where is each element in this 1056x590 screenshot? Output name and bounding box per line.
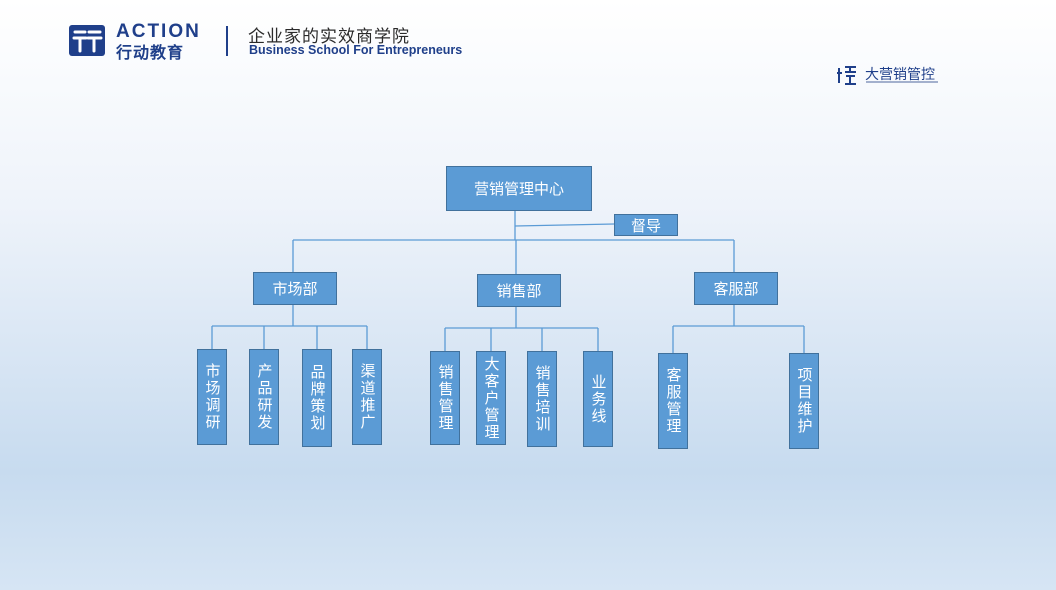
leaf-node: 品牌策划 (302, 349, 332, 447)
department-node: 销售部 (477, 274, 561, 307)
leaf-node: 销售培训 (527, 351, 557, 447)
leaf-node: 市场调研 (197, 349, 227, 445)
leaf-node: 销售管理 (430, 351, 460, 445)
department-node: 市场部 (253, 272, 337, 305)
action-logo-icon (69, 25, 105, 56)
leaf-node: 渠道推广 (352, 349, 382, 445)
marketing-control-logo-text: 大营销管控 (865, 67, 935, 83)
leaf-node: 产品研发 (249, 349, 279, 445)
marketing-control-logo-tagline (866, 81, 938, 83)
slogan-en: Business School For Entrepreneurs (249, 43, 463, 57)
supervisor-connector (514, 223, 615, 227)
brand-name-cn: 行动教育 (116, 43, 185, 62)
supervisor-node: 督导 (614, 214, 678, 236)
slogan-cn: 企业家的实效商学院 (248, 27, 410, 47)
brand-divider (226, 26, 228, 56)
leaf-node: 业务线 (583, 351, 613, 447)
marketing-control-logo-icon (836, 64, 858, 86)
leaf-node: 大客户管理 (476, 351, 506, 445)
leaf-node: 客服管理 (658, 353, 688, 449)
leaf-node: 项目维护 (789, 353, 819, 449)
brand-name-en: ACTION (116, 21, 201, 42)
department-node: 客服部 (694, 272, 778, 305)
root-node: 营销管理中心 (446, 166, 592, 211)
